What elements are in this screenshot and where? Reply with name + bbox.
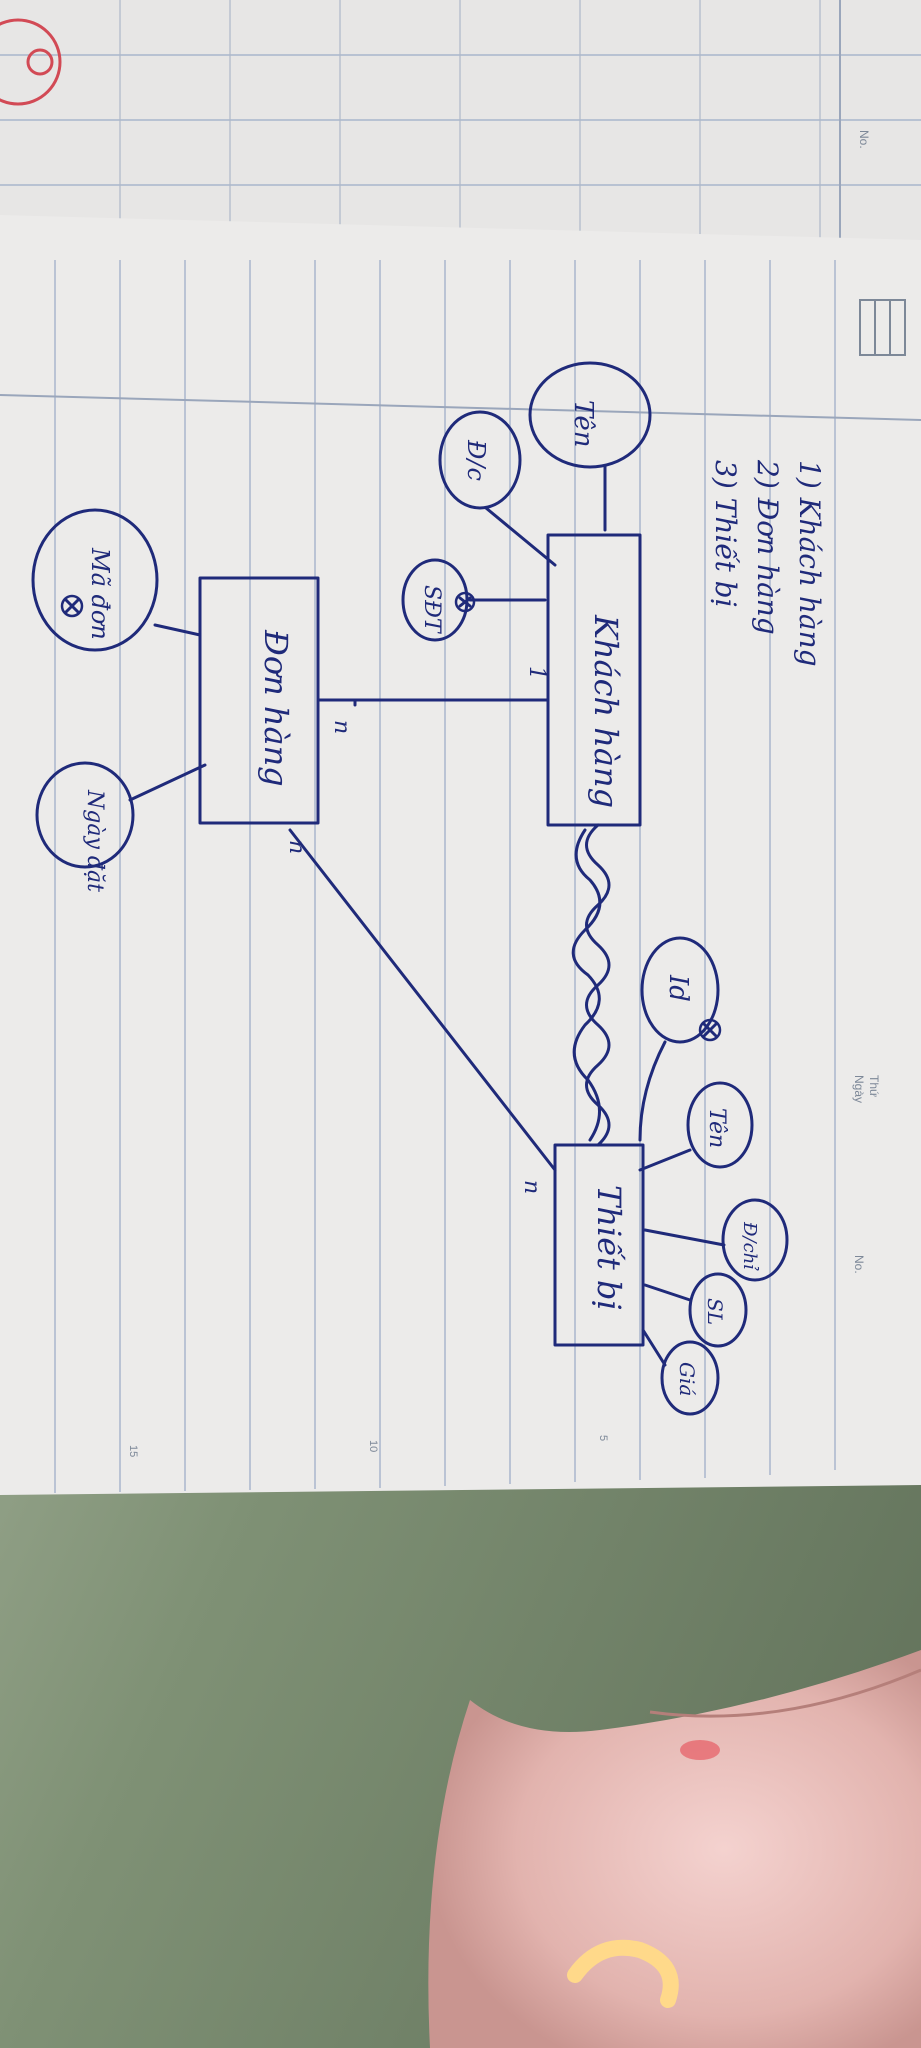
attr-customer-address-label: Đ/c bbox=[462, 439, 490, 481]
entity-device-label: Thiết bị bbox=[590, 1185, 628, 1311]
attr-device-price-label: Giá bbox=[675, 1362, 699, 1396]
page-date-label: Ngày bbox=[852, 1075, 866, 1103]
attr-order-code-ellipse bbox=[31, 508, 159, 652]
attr-customer-phone-label: SĐT bbox=[419, 585, 444, 635]
attr-device-qty-ellipse bbox=[688, 1272, 748, 1348]
entity-list-item-3: 3) Thiết bị bbox=[709, 460, 742, 608]
er-diagram: Khách hàng Đơn hàng Thiết bị Tên Đ/c SĐT… bbox=[31, 361, 789, 1416]
ruled-lines bbox=[54, 260, 836, 1493]
entity-customer-box bbox=[546, 533, 642, 827]
rel-customer-order-card-1: 1 bbox=[524, 666, 549, 680]
mouse-object bbox=[428, 1650, 921, 2048]
page-corner-box bbox=[859, 299, 906, 356]
attr-order-code-label: Mã đơn bbox=[86, 547, 114, 640]
page-no-label-bottom: No. bbox=[852, 1255, 866, 1274]
entity-order-label: Đơn hàng bbox=[257, 629, 295, 787]
entity-list: 1) Khách hàng 2) Đơn hàng 3) Thiết bị bbox=[709, 459, 826, 667]
mouse-logo-glow bbox=[567, 1939, 679, 2008]
attr-customer-name-label: Tên bbox=[568, 400, 598, 447]
attr-order-code-key-mark bbox=[60, 594, 84, 618]
attr-device-location-label: Đ/chỉ bbox=[739, 1221, 760, 1271]
rel-order-device-line bbox=[288, 828, 557, 1172]
rel-customer-device-wavy bbox=[585, 823, 611, 1147]
attr-customer-address-ellipse bbox=[438, 410, 522, 510]
margin-number-10: 10 bbox=[367, 1440, 379, 1452]
main-notebook-page bbox=[0, 215, 921, 1495]
entity-customer-label: Khách hàng bbox=[587, 614, 625, 808]
attr-device-location-ellipse bbox=[721, 1198, 789, 1282]
attr-customer-name-ellipse bbox=[528, 361, 652, 469]
rel-customer-order-card-n: n bbox=[329, 720, 354, 734]
margin-number-15: 15 bbox=[127, 1445, 139, 1457]
entity-list-item-2: 2) Đơn hàng bbox=[751, 459, 784, 635]
attr-device-name-ellipse bbox=[686, 1081, 754, 1169]
attr-device-id-ellipse bbox=[640, 936, 720, 1044]
attr-order-date-label: Ngày đặt bbox=[82, 789, 107, 892]
attr-device-qty-label: SL bbox=[703, 1298, 727, 1325]
page-no-label-top: No. bbox=[857, 130, 871, 149]
attr-device-id-key-mark bbox=[698, 1018, 722, 1042]
rel-customer-order-line bbox=[316, 698, 550, 707]
attr-order-date-ellipse bbox=[35, 761, 135, 869]
red-stamp-mark bbox=[0, 18, 62, 106]
attr-device-name-label: Tên bbox=[704, 1108, 729, 1148]
attr-device-price-ellipse bbox=[660, 1340, 720, 1416]
rel-order-device-card-order: n bbox=[284, 840, 309, 854]
rel-order-device-card-device: n bbox=[519, 1180, 544, 1194]
attr-device-id-label: Id bbox=[663, 974, 693, 1002]
attr-customer-phone-key-mark bbox=[454, 591, 476, 613]
page-weekday-label: Thứ bbox=[867, 1075, 881, 1097]
entity-list-item-1: 1) Khách hàng bbox=[793, 460, 826, 667]
margin-number-5: 5 bbox=[597, 1435, 609, 1441]
